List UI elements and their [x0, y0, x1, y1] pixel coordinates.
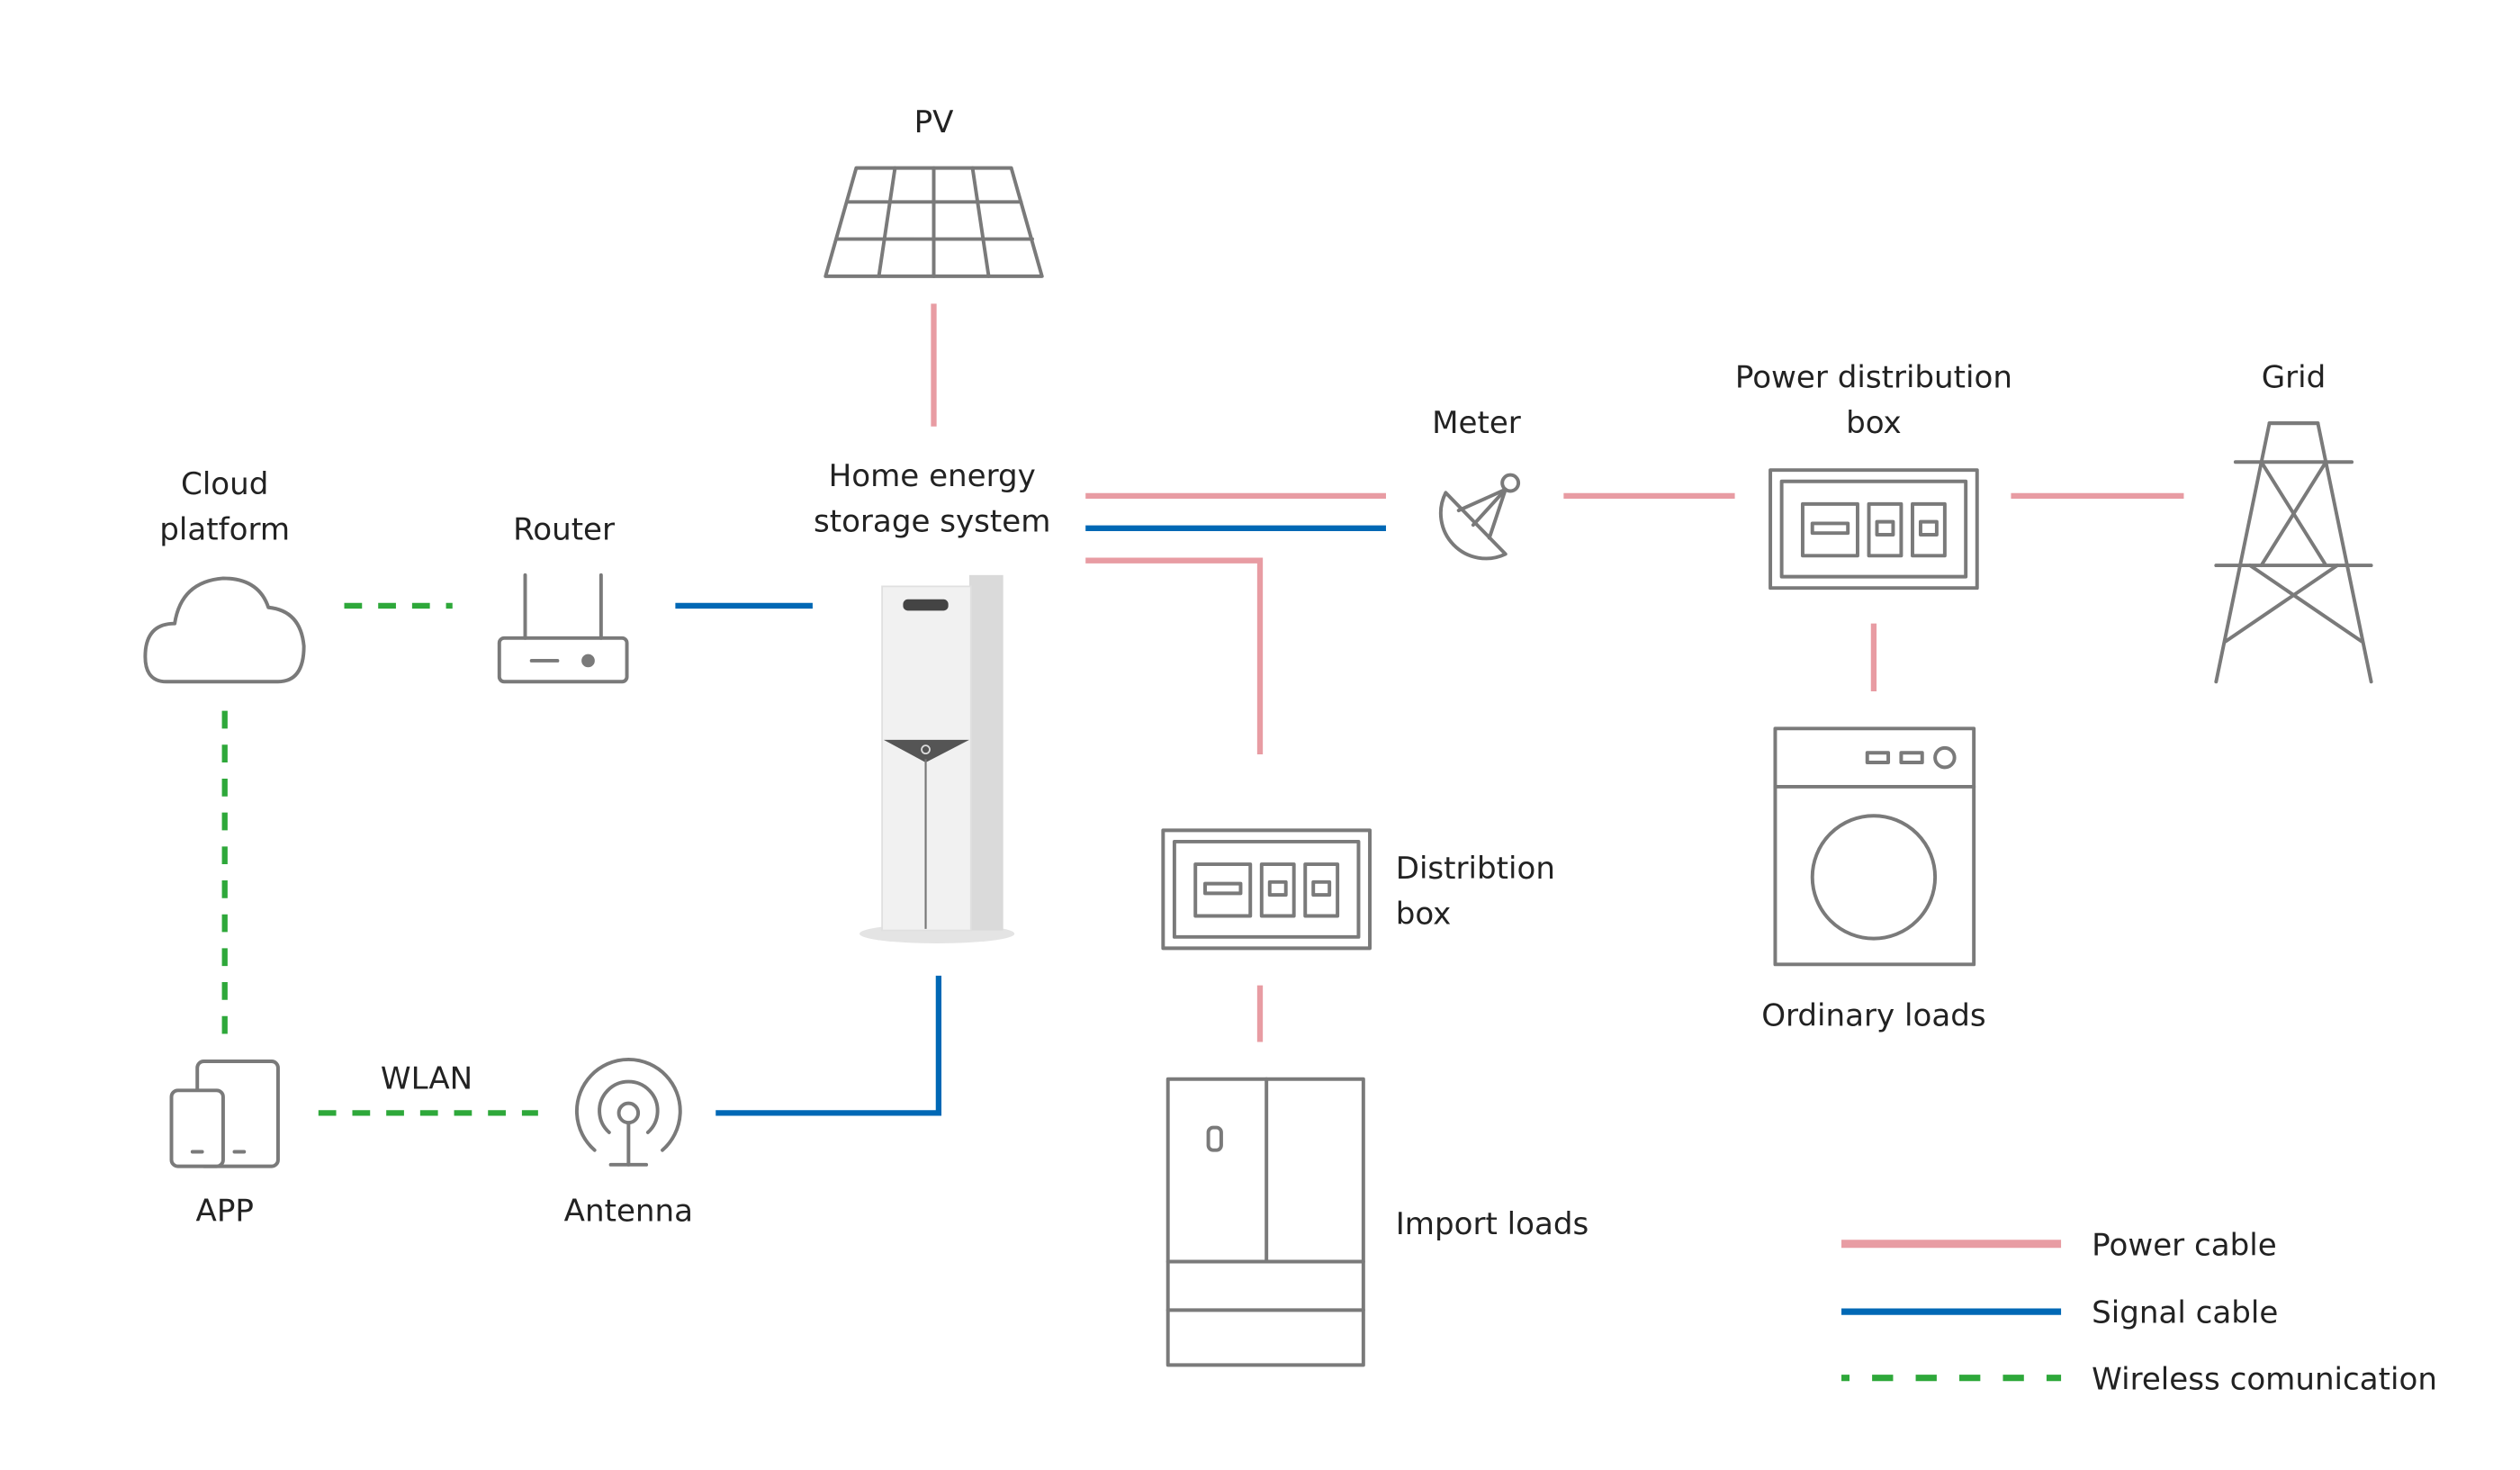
- connections: [221, 303, 2184, 1116]
- cloud-label-line2: platform: [159, 511, 290, 547]
- energy-storage-cabinet-icon: [859, 574, 1015, 943]
- antenna-icon: [574, 1058, 682, 1167]
- cloud-icon: [143, 576, 306, 684]
- signal-antenna-hess: [716, 975, 942, 1116]
- import-loads-label: Import loads: [1396, 1206, 1589, 1242]
- pv-label: PV: [914, 104, 955, 140]
- power-hess-distribution: [1085, 557, 1264, 755]
- pdb-label-line2: box: [1846, 405, 1902, 441]
- router-icon: [497, 573, 629, 684]
- distribution-box-icon: [1161, 828, 1372, 951]
- tablet-phone-icon: [169, 1060, 280, 1168]
- transmission-tower-icon: [2214, 421, 2373, 684]
- hess-label-line1: Home energy: [829, 458, 1036, 494]
- antenna-label: Antenna: [564, 1194, 693, 1230]
- legend-power-label: Power cable: [2092, 1227, 2277, 1263]
- meter-dish-icon: [1438, 473, 1521, 561]
- grid-label: Grid: [2262, 360, 2326, 396]
- washing-machine-icon: [1773, 726, 1976, 967]
- wlan-label: WLAN: [381, 1060, 472, 1096]
- cloud-label-line1: Cloud: [181, 466, 268, 502]
- solar-panel-icon: [824, 166, 1044, 278]
- legend-signal-label: Signal cable: [2092, 1295, 2278, 1331]
- legend: Power cable Signal cable Wireless comuni…: [1841, 1227, 2437, 1397]
- router-label: Router: [513, 511, 616, 547]
- meter-label: Meter: [1432, 405, 1522, 441]
- dist-label-line1: Distribtion: [1396, 851, 1555, 887]
- dist-label-line2: box: [1396, 896, 1452, 932]
- app-label: APP: [196, 1194, 254, 1230]
- pdb-label-line1: Power distribution: [1735, 360, 2012, 396]
- refrigerator-icon: [1166, 1077, 1365, 1367]
- legend-wireless-label: Wireless comunication: [2092, 1361, 2437, 1397]
- hess-label-line2: storage system: [814, 503, 1051, 539]
- ordinary-loads-label: Ordinary loads: [1761, 998, 1985, 1034]
- power-distribution-box-icon: [1768, 468, 1979, 591]
